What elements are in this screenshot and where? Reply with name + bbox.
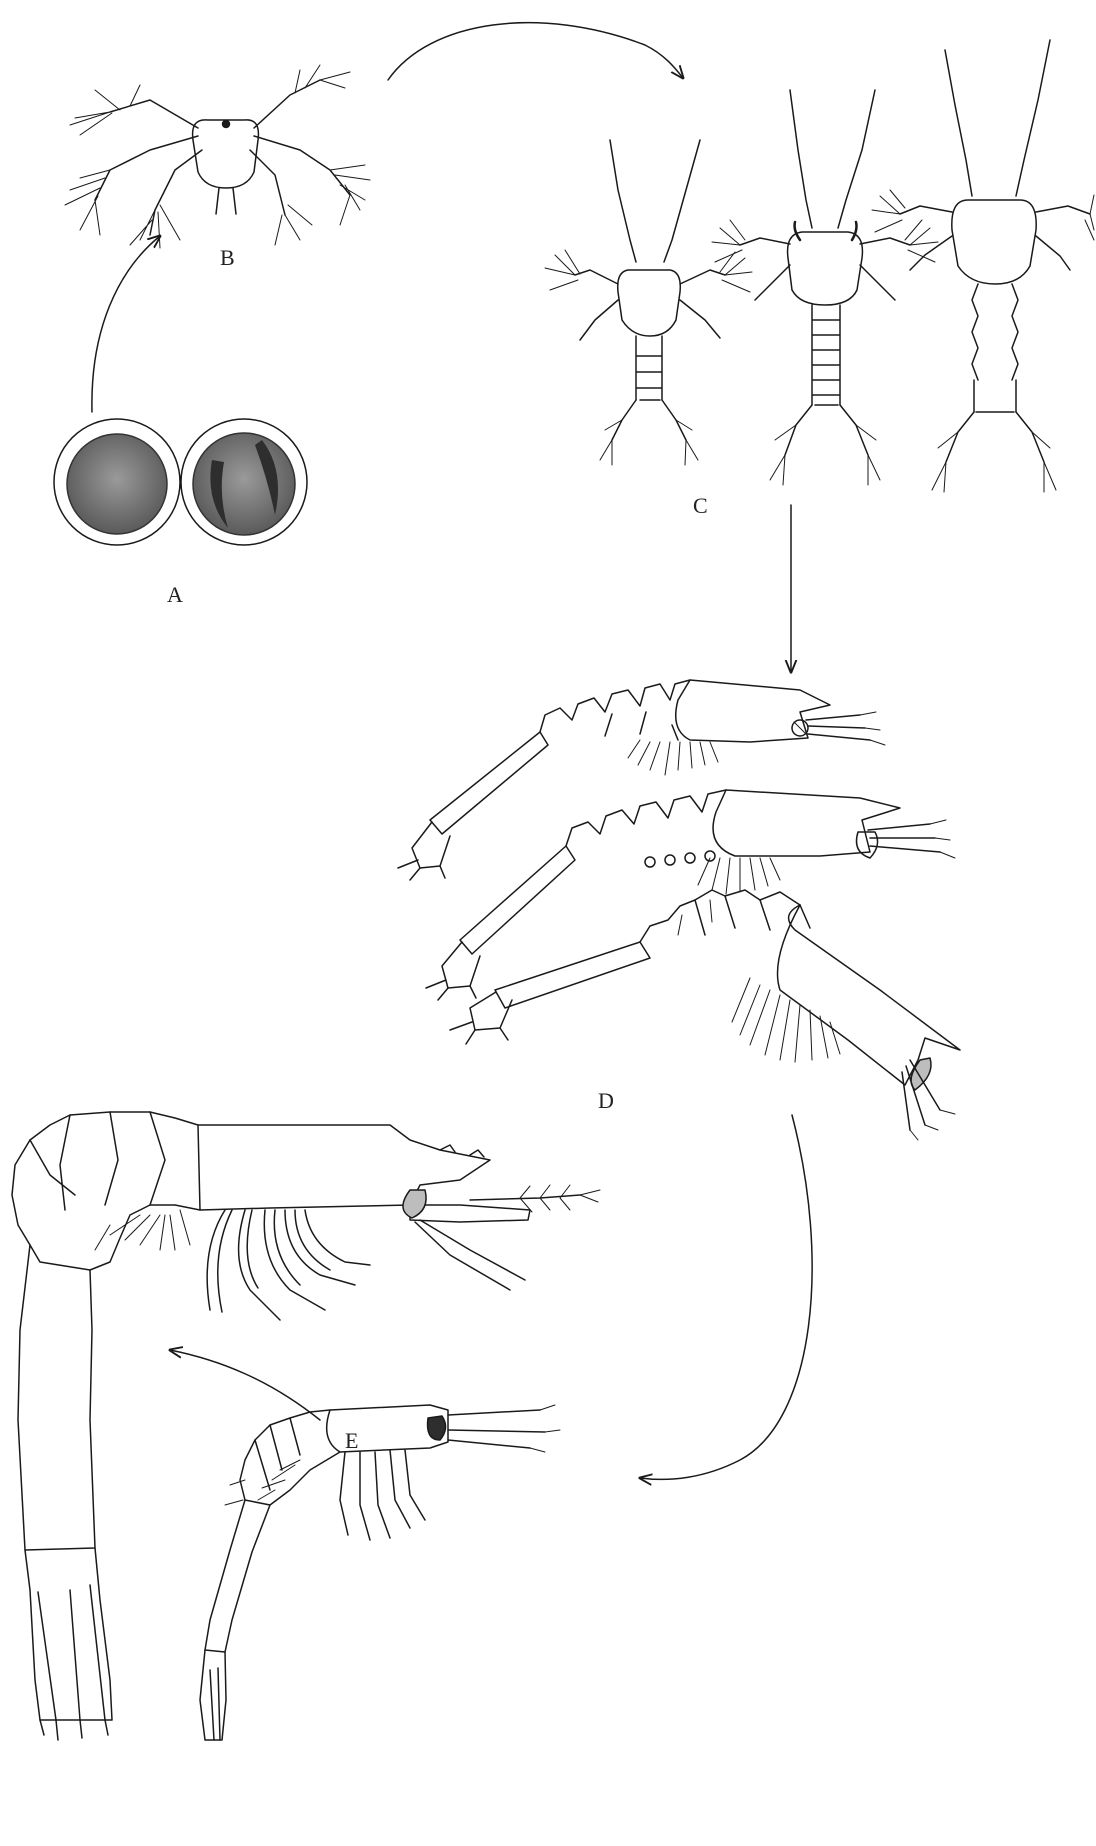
stage-label-c: C [693, 495, 708, 517]
postlarva-large [12, 1112, 600, 1740]
protozoea-1 [545, 140, 752, 465]
stage-label-a: A [167, 584, 183, 606]
stage-label-b: B [220, 247, 235, 269]
stage-e-postlarva [12, 1112, 600, 1740]
egg-2 [181, 419, 307, 545]
mysis-1 [398, 680, 885, 880]
postlarva-small [200, 1405, 560, 1740]
arrow-a-to-b [92, 236, 160, 412]
mysis-3 [450, 890, 960, 1140]
stage-b-nauplius [65, 65, 370, 248]
stage-label-e: E [345, 1430, 358, 1452]
arrow-d-to-e [640, 1115, 812, 1479]
stage-label-d: D [598, 1090, 614, 1112]
mysis-2 [426, 790, 955, 1000]
egg-1 [54, 419, 180, 545]
protozoea-2 [712, 90, 938, 485]
stage-d-mysis [398, 680, 960, 1140]
stage-a-eggs [54, 419, 307, 545]
arrow-e-small-to-large [170, 1350, 320, 1420]
protozoea-3 [872, 40, 1094, 492]
arrow-b-to-c [388, 23, 683, 80]
stage-c-protozoea [545, 40, 1094, 492]
